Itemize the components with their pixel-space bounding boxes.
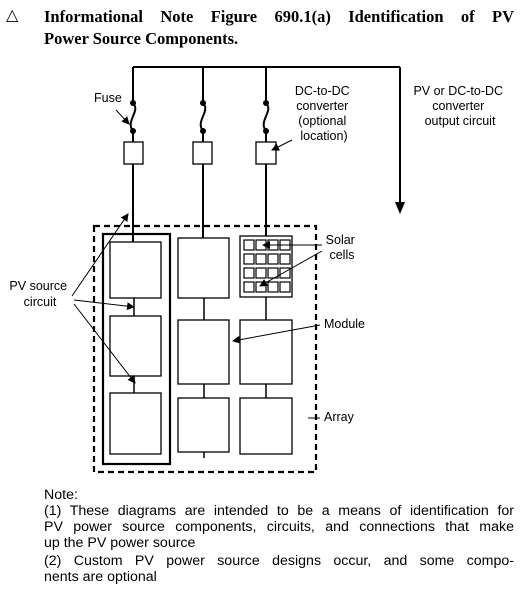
pv-source-circuit-outline (101, 232, 172, 466)
note-item-2-line: nents are optional (44, 569, 157, 585)
dc-converter-label-line: (optional (298, 114, 346, 128)
fuse-terminals (130, 100, 269, 134)
fuse-label: Fuse (94, 91, 122, 105)
output-circuit-arrowhead (395, 202, 405, 214)
dc-converter-label-line: location) (300, 129, 347, 143)
figure-title-line-2: Power Source Components. (44, 29, 239, 48)
dc-converter-label-line: converter (296, 99, 348, 113)
solar-cells-label: Solar cells (326, 233, 359, 262)
note-heading: Note: (44, 487, 78, 503)
pv-source-circuit-label-line: PV source (9, 279, 67, 293)
figure-title: Informational Note Figure 690.1(a) Ident… (44, 6, 514, 50)
leader-arrows (71, 109, 323, 384)
note-item-1-line: up the PV power source (44, 535, 196, 551)
dc-converter-boxes (123, 141, 277, 165)
array-boundary (92, 224, 318, 474)
note-item-1-line: (1) These diagrams are intended to be a … (44, 503, 514, 519)
dc-converter-label-line: DC-to-DC (295, 84, 350, 98)
note-item-1-line: PV power source components, circuits, an… (44, 519, 514, 535)
output-circuit-label-line: PV or DC-to-DC (413, 84, 503, 98)
dc-converter-label: DC-to-DC converter (optional location) (295, 84, 353, 143)
solar-cells-label-line: Solar (326, 233, 355, 247)
revision-triangle-icon: △ (6, 5, 19, 24)
figure-title-line-1: Informational Note Figure 690.1(a) Ident… (44, 7, 514, 26)
pv-source-circuit-label-line: circuit (24, 295, 57, 309)
module-label: Module (324, 317, 365, 331)
output-circuit-label: PV or DC-to-DC converter output circuit (413, 84, 506, 128)
output-circuit-label-line: converter (432, 99, 484, 113)
modules (109, 237, 293, 455)
pv-source-circuit-label: PV source circuit (9, 279, 70, 309)
array-label: Array (324, 410, 355, 424)
module-interconnects (133, 297, 267, 458)
output-circuit-label-line: output circuit (425, 114, 496, 128)
note-item-2-line: (2) Custom PV power source designs occur… (44, 553, 514, 569)
solar-cells-label-line: cells (329, 248, 354, 262)
